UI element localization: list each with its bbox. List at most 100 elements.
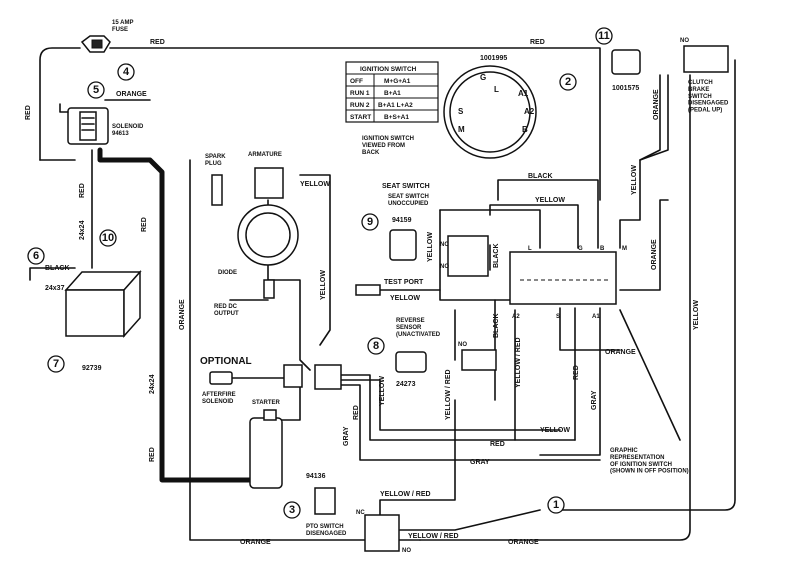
callout-number: 11 <box>598 30 610 42</box>
wire-labels: RED RED RED ORANGE RED 24x24 RED ORANGE … <box>25 39 700 546</box>
wire-label: BLACK <box>45 265 70 272</box>
wire-label: RED <box>490 441 505 448</box>
callout-number: 10 <box>102 232 114 244</box>
wire-label: YELLOW / RED <box>408 533 459 540</box>
black-wire-top <box>497 179 599 249</box>
orange-wire-clutch <box>639 74 661 161</box>
wire-label: ORANGE <box>116 91 147 98</box>
wire-label: YELLOW <box>535 197 565 204</box>
wire-label: RED <box>573 365 580 380</box>
wire-label: GRAY <box>591 390 598 410</box>
ignition-terminal: A2 <box>524 107 535 116</box>
orange-ignition-lower <box>559 307 621 351</box>
block-terminal: B <box>600 246 605 252</box>
wire-label: YELLOW / RED <box>445 369 452 420</box>
red-bus <box>339 374 576 441</box>
seat-no-label: NO <box>440 264 449 270</box>
seat-nc-label: NC <box>440 242 449 248</box>
ignition-table-cell: RUN 2 <box>350 102 370 109</box>
wire-label: BLACK <box>493 314 500 339</box>
wire-label: ORANGE <box>605 349 636 356</box>
wire-label: YELLOW <box>631 165 638 195</box>
wire-label: YELLOW / RED <box>380 491 431 498</box>
optional-label: OPTIONAL <box>200 356 252 367</box>
yellow-wire-right <box>619 74 669 249</box>
wire-label: YELLOW <box>693 300 700 330</box>
ignition-table-cell: B+A1 <box>384 90 401 97</box>
ignition-terminal: S <box>458 107 464 116</box>
ignition-table-title: IGNITION SWITCH <box>360 66 417 73</box>
wire-label: RED <box>79 183 86 198</box>
wire-label: BLACK <box>493 244 500 269</box>
block-terminal: M <box>622 246 627 252</box>
gray-ignition-lower <box>539 307 601 456</box>
ignition-table-cell: B+S+A1 <box>384 114 409 121</box>
ignition-table-cell: OFF <box>350 78 363 85</box>
pto-part-number: 94136 <box>306 473 326 480</box>
yellow-red-pto <box>379 399 456 516</box>
ignition-table: IGNITION SWITCH OFF M+G+A1 RUN 1 B+A1 RU… <box>345 61 439 123</box>
red-wire-top <box>109 47 601 201</box>
reverse-part-number: 24273 <box>396 381 416 388</box>
wire-label: YELLOW <box>390 295 420 302</box>
ignition-table-cell: RUN 1 <box>350 90 370 97</box>
ignition-terminal: M <box>458 125 465 134</box>
wires <box>29 47 736 541</box>
wire-label: ORANGE <box>240 539 271 546</box>
battery-part-number: 92739 <box>82 365 102 372</box>
yellow-armature-wire <box>299 174 331 346</box>
wire-label: ORANGE <box>653 89 660 120</box>
wire-label: RED <box>353 405 360 420</box>
test-port-label: TEST PORT <box>384 279 424 286</box>
wire-label: YELLOW <box>427 232 434 262</box>
callout-number: 1 <box>553 499 559 511</box>
black-battery-wire <box>29 267 76 281</box>
wire-label: ORANGE <box>651 239 658 270</box>
battery: BATTERY 92739 <box>64 270 142 372</box>
seat-wire-left <box>439 209 511 301</box>
armature-label: ARMATURE <box>248 152 282 158</box>
ignition-part-number: 1001995 <box>480 55 507 62</box>
callout-number: 4 <box>123 66 130 78</box>
yellow-red-pto-lower <box>399 509 541 531</box>
callout-number: 8 <box>373 340 379 352</box>
wire-label: 24x37 <box>45 285 65 292</box>
wire-label: ORANGE <box>179 299 186 330</box>
block-terminal: S <box>556 314 560 320</box>
wire-label: YELLOW / RED <box>515 337 522 388</box>
starter-label: STARTER <box>252 400 281 406</box>
ignition-terminal: G <box>480 73 486 82</box>
yellow-bus <box>339 379 561 431</box>
gray-bus <box>339 384 601 461</box>
wire-label: YELLOW <box>320 270 327 300</box>
callout-number: 7 <box>53 358 59 370</box>
wire-label: BLACK <box>528 173 553 180</box>
battery-label: BATTERY <box>88 315 121 322</box>
diode-label: DIODE <box>218 270 237 276</box>
red-wire-left-top <box>39 47 81 161</box>
block-terminal: A2 <box>512 314 520 320</box>
reverse-no-label: NO <box>458 342 467 348</box>
callout-number: 6 <box>33 250 39 262</box>
test-port: TEST PORT <box>355 279 424 296</box>
wire-label: RED <box>141 217 148 232</box>
callout-number: 2 <box>565 76 571 88</box>
wire-label: GRAY <box>343 426 350 446</box>
ignition-terminal: L <box>494 85 499 94</box>
ignition-terminal: B <box>522 125 528 134</box>
